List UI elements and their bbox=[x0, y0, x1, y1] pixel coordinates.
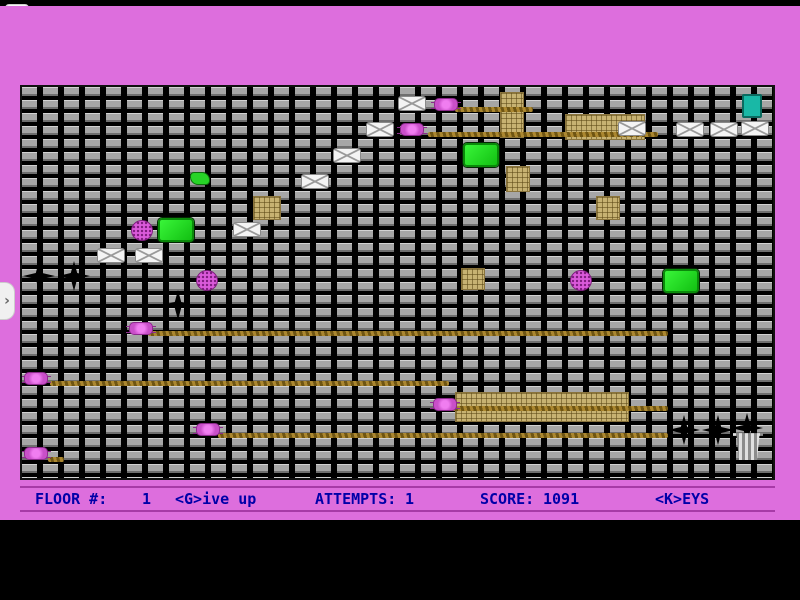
envelope-sprite bbox=[333, 148, 361, 163]
magenta-ball-sprite bbox=[196, 270, 218, 291]
rope-sprite bbox=[452, 406, 668, 411]
green-block-sprite bbox=[463, 143, 499, 167]
score-label: SCORE: bbox=[480, 490, 535, 508]
floor-label: FLOOR #: bbox=[35, 490, 108, 508]
envelope-sprite bbox=[710, 122, 738, 137]
black-star-sprite bbox=[162, 290, 194, 320]
rope-sprite bbox=[148, 331, 668, 336]
envelope-sprite bbox=[741, 121, 769, 136]
ladder-sprite bbox=[253, 196, 281, 220]
magenta-ball-sprite bbox=[570, 270, 592, 291]
envelope-sprite bbox=[676, 122, 704, 137]
black-star-sprite bbox=[23, 261, 55, 291]
green-bug-sprite bbox=[190, 172, 210, 185]
magenta-spider-sprite bbox=[22, 372, 51, 385]
ladder-sprite bbox=[500, 92, 524, 138]
ladder-sprite bbox=[596, 196, 620, 220]
rope-sprite bbox=[50, 381, 449, 386]
ladder-sprite bbox=[506, 166, 530, 192]
magenta-spider-sprite bbox=[397, 123, 427, 136]
green-block-sprite bbox=[663, 269, 699, 293]
black-star-sprite bbox=[702, 415, 734, 445]
magenta-spider-sprite bbox=[431, 98, 461, 111]
envelope-sprite bbox=[366, 122, 394, 137]
rope-sprite bbox=[48, 457, 64, 462]
envelope-sprite bbox=[398, 96, 426, 111]
magenta-spider-sprite bbox=[430, 398, 460, 411]
score-value: 1091 bbox=[543, 490, 580, 508]
rope-sprite bbox=[455, 107, 533, 112]
game-field bbox=[20, 85, 775, 480]
envelope-sprite bbox=[301, 174, 329, 189]
magenta-spider-sprite bbox=[22, 447, 51, 460]
give-up-command[interactable]: <G>ive up bbox=[175, 490, 257, 508]
attempts-value: 1 bbox=[405, 490, 415, 508]
black-star-sprite bbox=[58, 261, 90, 291]
status-bar: FLOOR #: 1 <G>ive up ATTEMPTS: 1 SCORE: … bbox=[20, 486, 775, 512]
sidebar-toggle[interactable]: › bbox=[0, 282, 15, 320]
magenta-ball-sprite bbox=[131, 220, 153, 241]
rope-sprite bbox=[218, 433, 668, 438]
ladder-sprite bbox=[461, 268, 485, 290]
magenta-spider-sprite bbox=[126, 322, 156, 335]
envelope-sprite bbox=[618, 121, 646, 136]
envelope-sprite bbox=[233, 222, 261, 237]
chevron-right-icon: › bbox=[4, 293, 10, 309]
attempts-label: ATTEMPTS: bbox=[315, 490, 397, 508]
black-star-sprite bbox=[668, 415, 700, 445]
envelope-sprite bbox=[135, 248, 163, 263]
rope-sprite bbox=[428, 132, 658, 137]
green-block-sprite bbox=[158, 218, 194, 242]
envelope-sprite bbox=[97, 248, 125, 263]
magenta-spider-sprite bbox=[193, 423, 223, 436]
keys-command[interactable]: <K>EYS bbox=[655, 490, 710, 508]
teal-door-sprite bbox=[742, 94, 762, 118]
trash-can-sprite bbox=[733, 433, 763, 460]
floor-value: 1 bbox=[142, 490, 152, 508]
